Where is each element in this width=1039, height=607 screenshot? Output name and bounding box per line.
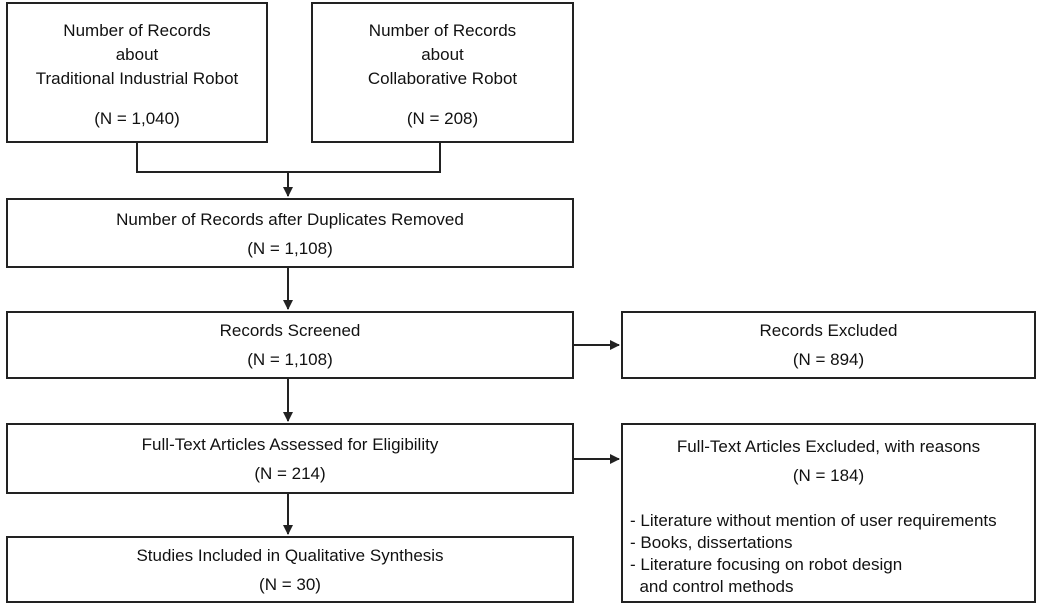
duplicates-removed-box: Number of Records after Duplicates Remov… — [6, 198, 574, 268]
collaborative-robot-records-box: Number of Records about Collaborative Ro… — [311, 2, 574, 143]
eligibility-title: Full-Text Articles Assessed for Eligibil… — [141, 435, 439, 454]
excluded-title: Records Excluded — [759, 321, 898, 340]
eligibility-count: (N = 214) — [254, 464, 326, 483]
traditional-robot-records-box: Number of Records about Traditional Indu… — [6, 2, 268, 143]
collaborative-line-3: Collaborative Robot — [367, 69, 518, 88]
exclusion-reason: - Literature without mention of user req… — [630, 511, 997, 530]
exclusion-reason: - Books, dissertations — [630, 533, 793, 552]
merge-connector — [136, 143, 441, 173]
exclusion-reason: - Literature focusing on robot design — [630, 555, 903, 574]
included-count: (N = 30) — [259, 575, 321, 594]
traditional-line-3: Traditional Industrial Robot — [35, 69, 239, 88]
fulltext-excluded-title: Full-Text Articles Excluded, with reason… — [676, 437, 981, 456]
collaborative-count: (N = 208) — [406, 109, 479, 128]
studies-included-box: Studies Included in Qualitative Synthesi… — [6, 536, 574, 603]
eligibility-assessment-box: Full-Text Articles Assessed for Eligibil… — [6, 423, 574, 494]
duplicates-count: (N = 1,108) — [247, 239, 333, 258]
records-excluded-box: Records Excluded (N = 894) — [621, 311, 1036, 379]
exclusion-reason: and control methods — [630, 577, 794, 596]
collaborative-line-2: about — [421, 45, 464, 64]
traditional-line-2: about — [115, 45, 159, 64]
fulltext-excluded-count: (N = 184) — [792, 466, 865, 485]
collaborative-line-1: Number of Records — [368, 21, 517, 40]
screened-count: (N = 1,108) — [247, 350, 333, 369]
fulltext-excluded-box: Full-Text Articles Excluded, with reason… — [621, 423, 1036, 603]
duplicates-title: Number of Records after Duplicates Remov… — [116, 210, 464, 229]
records-screened-box: Records Screened (N = 1,108) — [6, 311, 574, 379]
excluded-count: (N = 894) — [792, 350, 865, 369]
exclusion-reasons-list: - Literature without mention of user req… — [630, 510, 1030, 598]
traditional-line-1: Number of Records — [63, 21, 211, 40]
included-title: Studies Included in Qualitative Synthesi… — [136, 546, 444, 565]
traditional-count: (N = 1,040) — [94, 109, 180, 128]
screened-title: Records Screened — [219, 321, 361, 340]
